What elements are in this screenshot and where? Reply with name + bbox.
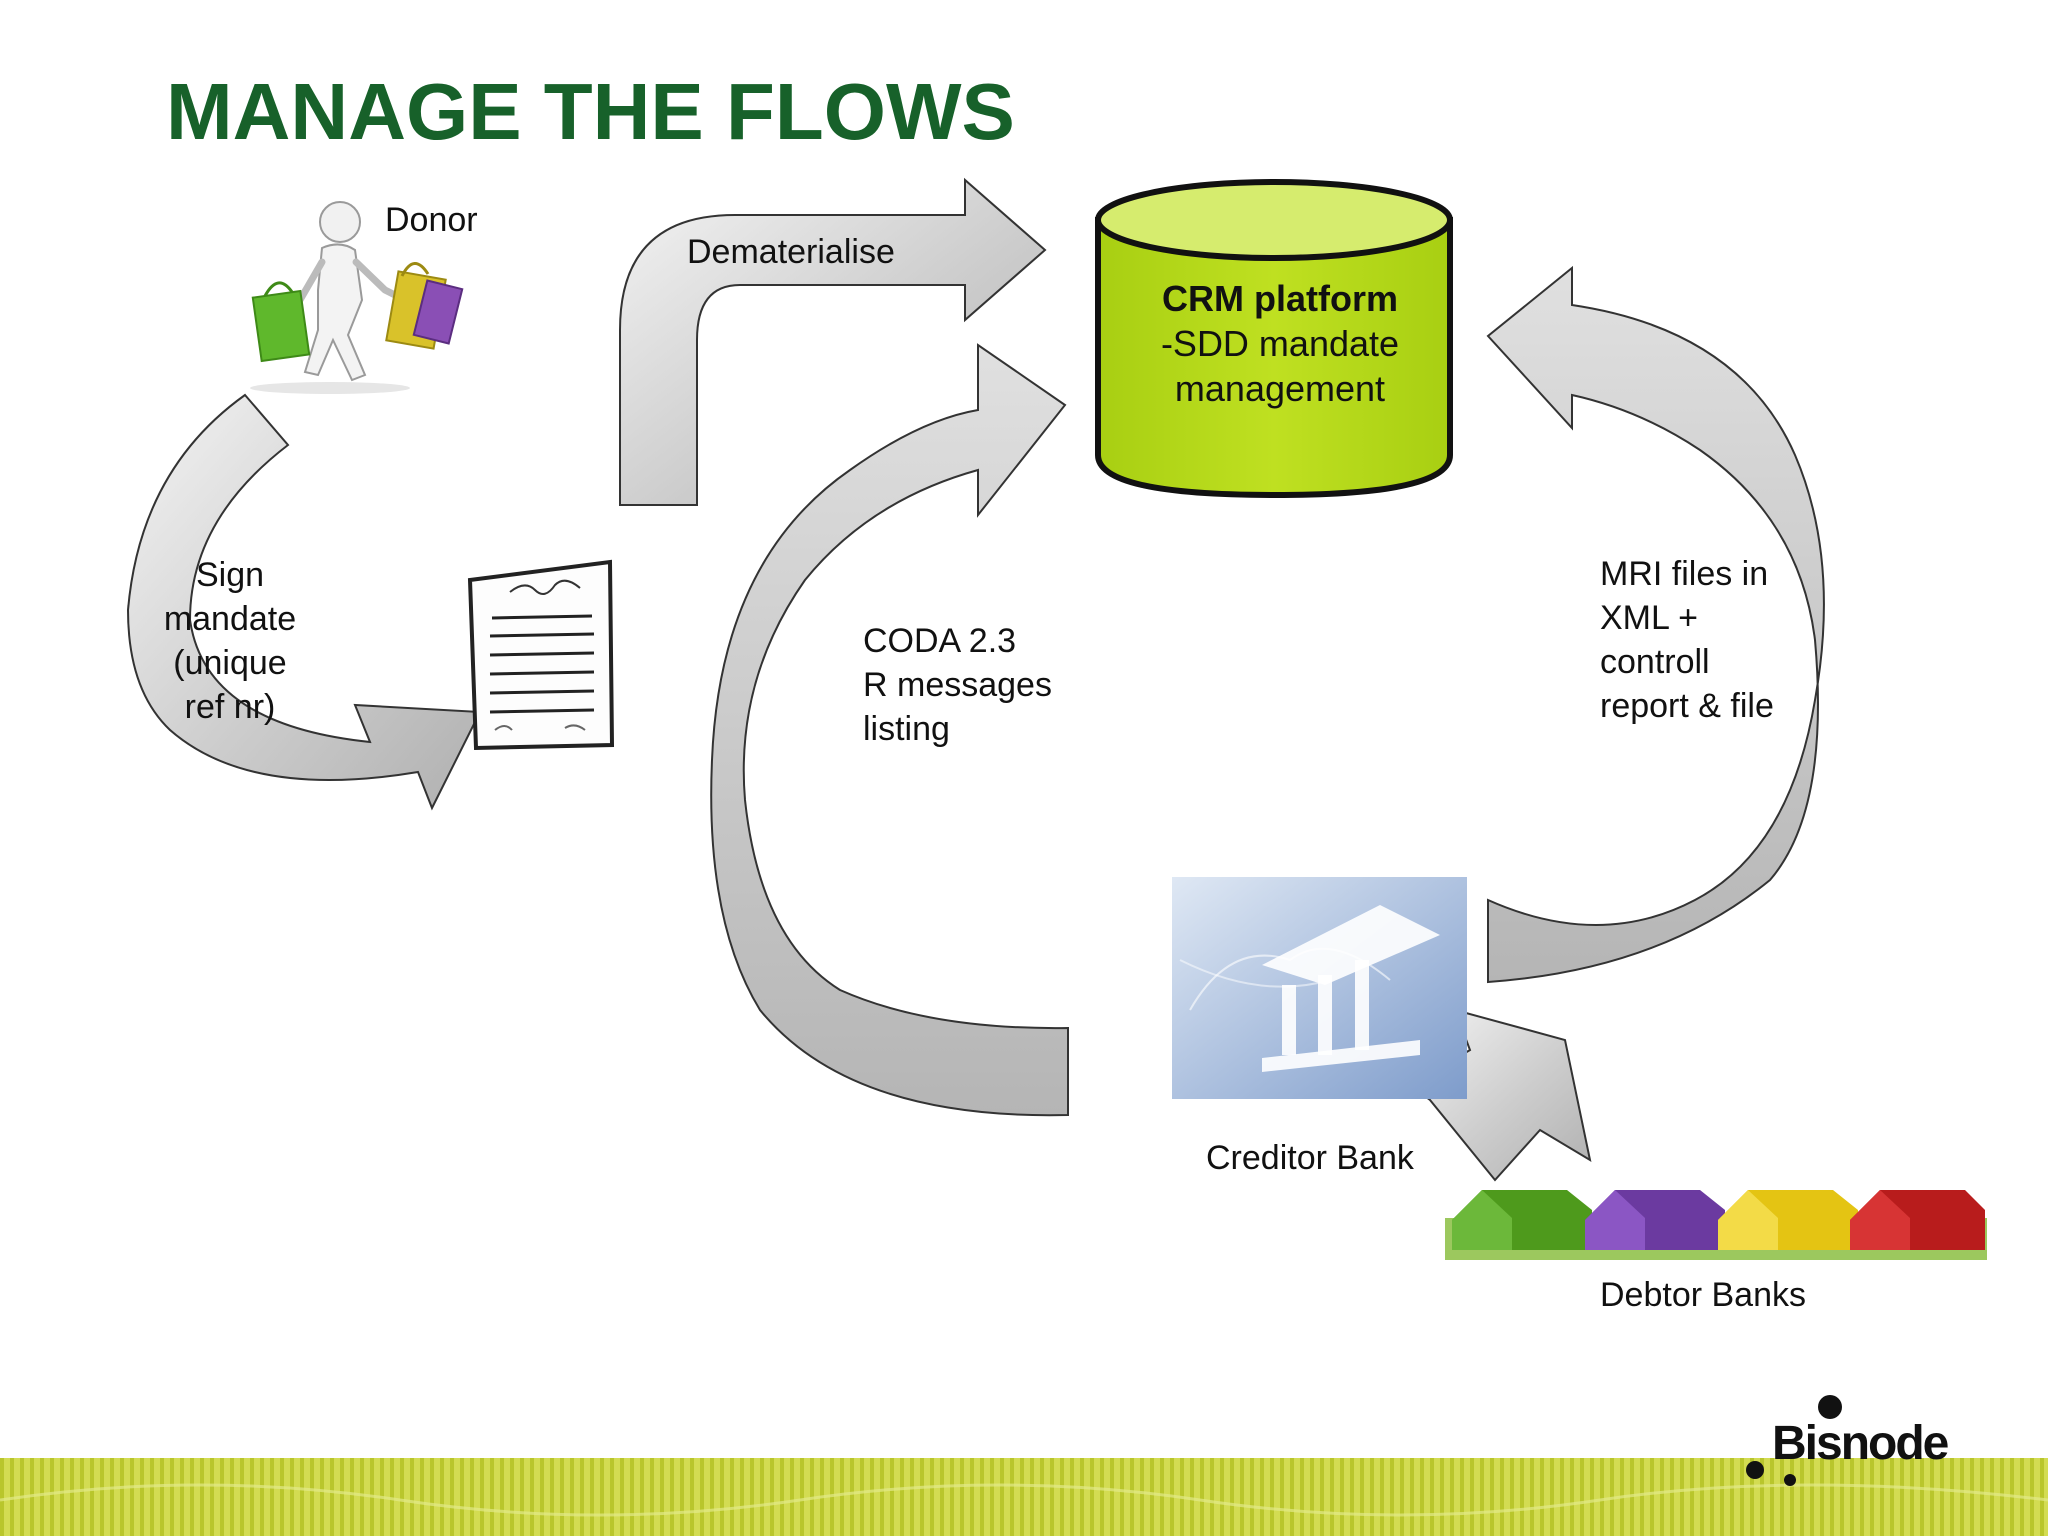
mri-arrow xyxy=(1486,265,1825,984)
crm-line-2: -SDD mandate xyxy=(1160,323,1400,364)
bisnode-logo: Bisnode xyxy=(1748,1400,1988,1490)
bisnode-logo-dots xyxy=(1746,1395,1842,1486)
mri-label: MRI files in XML + controll report & fil… xyxy=(1600,552,1774,728)
footer-band xyxy=(0,1458,2048,1536)
donor-person-icon xyxy=(250,201,464,394)
coda-line-3: listing xyxy=(863,710,950,748)
page-title: MANAGE THE FLOWS xyxy=(166,67,1015,156)
sign-mandate-label: Sign mandate (unique ref nr) xyxy=(150,553,310,729)
dematerialise-label: Dematerialise xyxy=(687,233,895,271)
crm-line-1: CRM platform xyxy=(1162,278,1398,319)
crm-platform-cylinder xyxy=(1095,179,1453,499)
bank-building-globe-icon xyxy=(1172,877,1467,1099)
debtor-banks-label: Debtor Banks xyxy=(1600,1276,1806,1314)
sign-mandate-line-3: (unique xyxy=(173,644,287,682)
mri-line-3: controll xyxy=(1600,643,1710,681)
colored-houses-icon xyxy=(1445,1190,1987,1260)
sign-mandate-line-2: mandate xyxy=(163,600,297,638)
mri-line-2: XML + xyxy=(1600,599,1698,637)
coda-arrow xyxy=(710,343,1069,1117)
coda-label: CODA 2.3 R messages listing xyxy=(863,619,1052,751)
sign-mandate-arrow xyxy=(126,393,482,811)
sign-mandate-line-4: ref nr) xyxy=(184,688,276,726)
crm-platform-label: CRM platform -SDD mandate management xyxy=(1100,276,1460,411)
mri-line-1: MRI files in xyxy=(1600,555,1769,593)
brand-name: Bisnode xyxy=(1772,1417,1949,1470)
signed-document-icon xyxy=(467,559,615,751)
crm-line-3: management xyxy=(1174,368,1386,409)
sign-mandate-line-1: Sign xyxy=(195,556,265,594)
coda-line-1: CODA 2.3 xyxy=(863,622,1017,660)
creditor-bank-label: Creditor Bank xyxy=(1206,1139,1414,1177)
donor-label: Donor xyxy=(385,201,478,239)
dematerialise-arrow xyxy=(619,177,1047,506)
coda-line-2: R messages xyxy=(863,666,1052,704)
mri-line-4: report & file xyxy=(1600,687,1774,725)
